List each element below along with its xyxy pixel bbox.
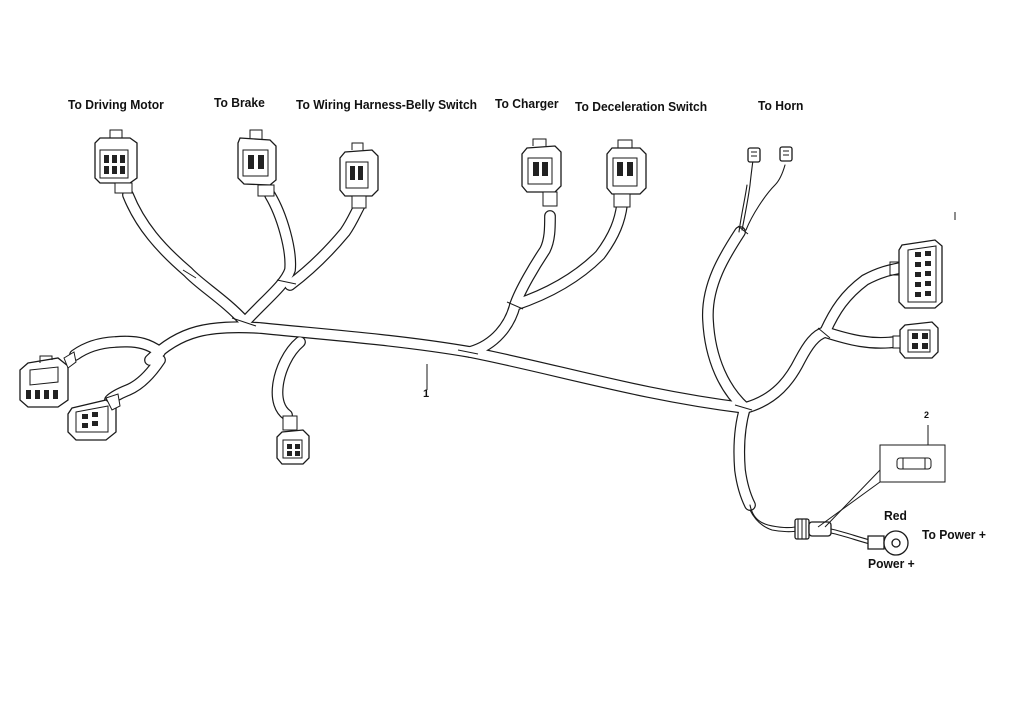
branch-deceleration <box>509 199 628 311</box>
label-red: Red <box>884 508 907 523</box>
label-wiring-harness-belly-switch: To Wiring Harness-Belly Switch <box>296 97 478 112</box>
right-upper-connector <box>889 239 943 309</box>
driving-motor-connector <box>94 129 138 194</box>
fuse-callout <box>817 425 946 528</box>
left-upper-connector <box>19 351 77 408</box>
belly-switch-connector <box>339 142 379 209</box>
harness-cables <box>69 189 906 511</box>
label-brake: To Brake <box>214 95 265 110</box>
bottom-small-connector <box>276 415 310 465</box>
fuse-icon <box>896 457 932 470</box>
left-lower-connector <box>67 393 121 441</box>
right-lower-connector <box>892 321 939 359</box>
charger-connector <box>521 138 562 207</box>
label-driving-motor: To Driving Motor <box>68 97 164 112</box>
deceleration-switch-connector <box>606 139 647 208</box>
horn-wires <box>738 159 786 233</box>
callout-1: 1 <box>423 388 430 400</box>
brake-connector <box>237 129 277 197</box>
label-deceleration-switch: To Deceleration Switch <box>575 99 708 114</box>
label-to-power-plus: To Power + <box>922 527 986 542</box>
horn-terminals <box>747 146 793 163</box>
label-power-plus: Power + <box>868 556 915 571</box>
power-lead <box>749 504 909 556</box>
label-horn: To Horn <box>758 98 804 113</box>
label-charger: To Charger <box>495 96 559 111</box>
callout-2: 2 <box>924 410 930 420</box>
branch-charger <box>464 210 556 358</box>
